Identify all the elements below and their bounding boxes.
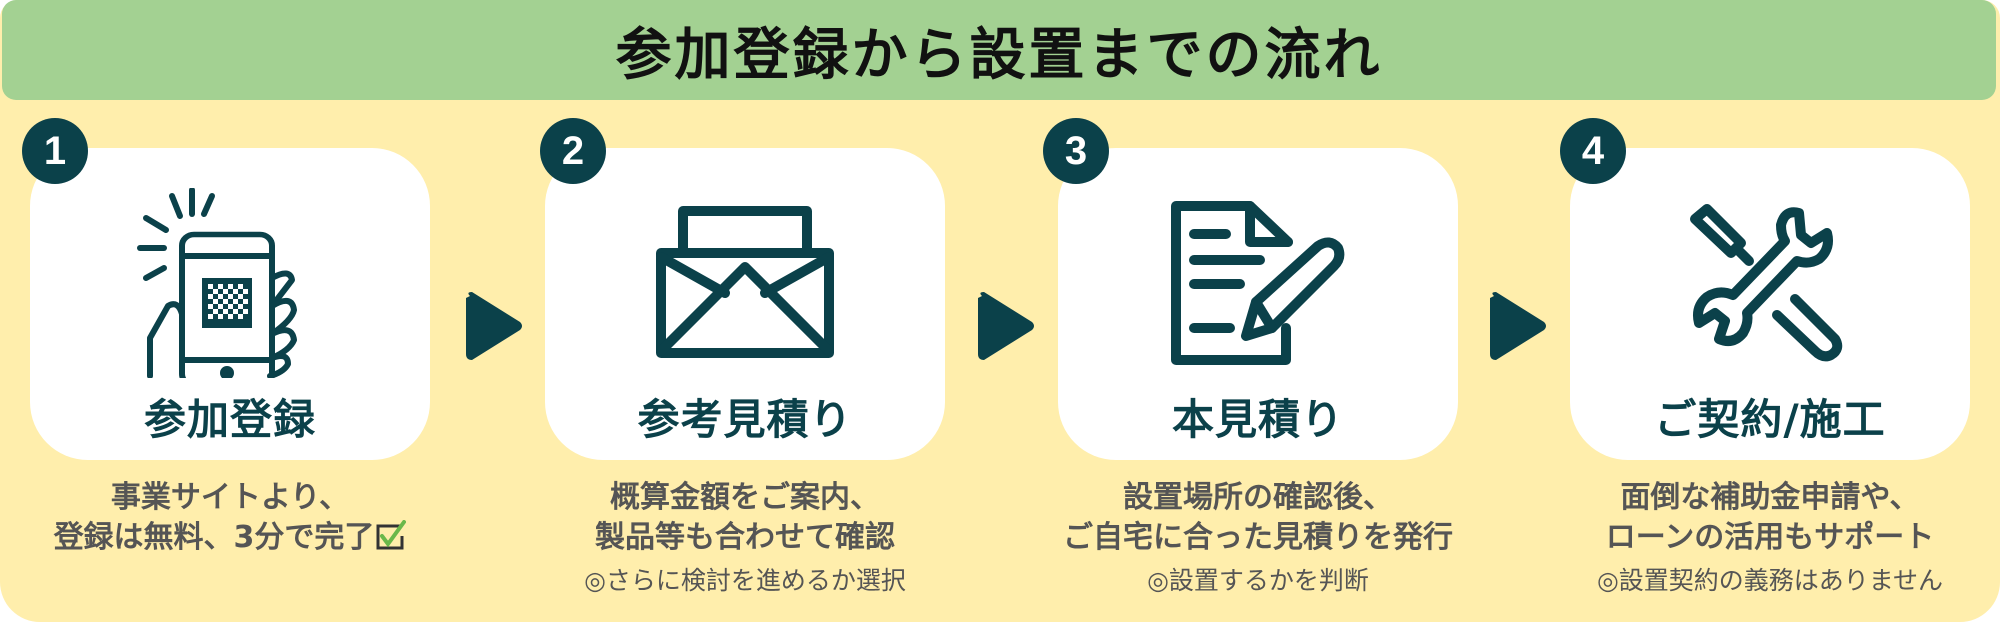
- desc-line-with-check: 登録は無料、3分で完了: [0, 518, 465, 558]
- desc-line: 事業サイトより、: [110, 480, 350, 515]
- arrow-right-icon: [1490, 292, 1546, 360]
- desc-line: 概算金額をご案内、: [610, 480, 880, 515]
- arrow-right-icon: [466, 292, 522, 360]
- step-number-badge: 1: [22, 118, 88, 184]
- page-title: 参加登録から設置までの流れ: [615, 22, 1383, 88]
- step-label: 参考見積り: [637, 395, 853, 444]
- step-card-4: ご契約/施工: [1570, 148, 1970, 460]
- document-pencil-icon: [1158, 188, 1358, 378]
- desc-line: ローンの活用もサポート: [1605, 520, 1935, 555]
- step-card-2: 参考見積り: [545, 148, 945, 460]
- desc-line: 製品等も合わせて確認: [595, 520, 895, 555]
- step-number-badge: 3: [1043, 118, 1109, 184]
- step-description-1: 事業サイトより、 登録は無料、3分で完了: [0, 478, 465, 558]
- step-label: ご契約/施工: [1654, 395, 1886, 444]
- desc-line: 登録は無料、3分で完了: [53, 520, 375, 555]
- step-card-1: 参加登録: [30, 148, 430, 460]
- step-card-3: 本見積り: [1058, 148, 1458, 460]
- header-banner: 参加登録から設置までの流れ: [2, 0, 1996, 100]
- checkbox-checked-icon: [376, 520, 407, 550]
- wrench-screwdriver-icon: [1670, 188, 1870, 378]
- envelope-letter-icon: [645, 188, 845, 378]
- desc-line: 設置場所の確認後、: [1123, 480, 1393, 515]
- desc-line: ご自宅に合った見積りを発行: [1063, 520, 1453, 555]
- step-description-3: 設置場所の確認後、 ご自宅に合った見積りを発行 ◎設置するかを判断: [1023, 478, 1493, 598]
- step-description-2: 概算金額をご案内、 製品等も合わせて確認 ◎さらに検討を進めるか選択: [510, 478, 980, 598]
- step-label: 参加登録: [143, 395, 316, 444]
- step-number-badge: 2: [540, 118, 606, 184]
- step-note: ◎設置するかを判断: [1147, 566, 1369, 595]
- desc-line: 面倒な補助金申請や、: [1620, 480, 1920, 515]
- step-note: ◎さらに検討を進めるか選択: [584, 566, 906, 595]
- step-note: ◎設置契約の義務はありません: [1596, 566, 1944, 595]
- arrow-right-icon: [978, 292, 1034, 360]
- step-description-4: 面倒な補助金申請や、 ローンの活用もサポート ◎設置契約の義務はありません: [1535, 478, 2000, 598]
- step-label: 本見積り: [1171, 395, 1344, 444]
- step-number-badge: 4: [1560, 118, 1626, 184]
- smartphone-qr-icon: [130, 188, 330, 378]
